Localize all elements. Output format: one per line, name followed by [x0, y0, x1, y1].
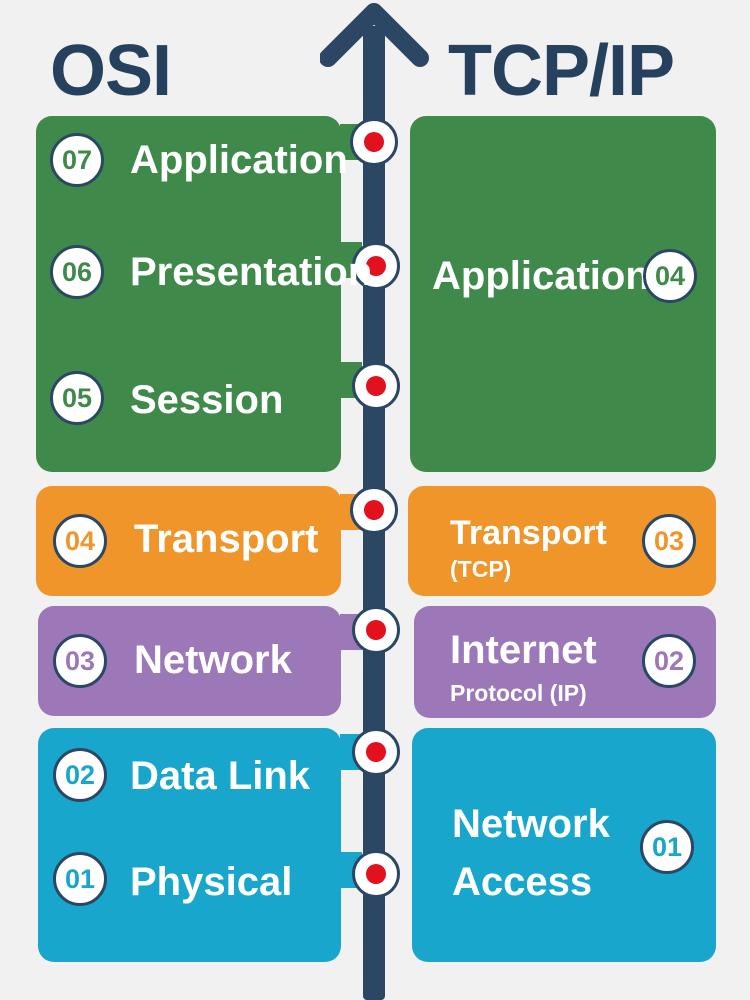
osi-layer-name: Session: [130, 378, 284, 422]
osi-layer-number: 02: [53, 748, 107, 802]
tcpip-layer-name: Network: [452, 802, 610, 846]
tcpip-layer-name: Internet: [450, 628, 597, 672]
layer-marker-icon: [352, 728, 400, 776]
osi-layer-name: Data Link: [130, 754, 311, 798]
tcpip-layer-number: 04: [643, 249, 697, 303]
osi-layer-name: Presentation: [130, 250, 373, 294]
layer-marker-icon: [352, 850, 400, 898]
tcpip-layer-name-line2: Access: [452, 860, 593, 904]
tcpip-layer-name: Transport: [450, 514, 607, 552]
tcpip-layer-subtitle: (TCP): [450, 556, 512, 582]
osi-layer-number: 05: [50, 371, 104, 425]
layer-marker-icon: [352, 362, 400, 410]
tcpip-layer-number: 03: [642, 514, 696, 568]
tcpip-layer-number: 02: [642, 634, 696, 688]
tcpip-title: TCP/IP: [448, 31, 675, 111]
osi-layer-number: 03: [53, 634, 107, 688]
tcpip-layer-name: Application: [432, 254, 650, 298]
tcpip-layer-subtitle: Protocol (IP): [450, 680, 587, 706]
osi-layer-number: 07: [50, 133, 104, 187]
osi-layer-name: Physical: [130, 860, 293, 904]
osi-layer-number: 01: [53, 852, 107, 906]
up-arrow-icon: [320, 3, 429, 67]
layer-marker-icon: [350, 486, 398, 534]
osi-layer-number: 04: [53, 514, 107, 568]
osi-layer-name: Transport: [134, 517, 319, 561]
layer-marker-icon: [350, 118, 398, 166]
osi-title: OSI: [50, 31, 172, 111]
osi-layer-number: 06: [50, 245, 104, 299]
layer-marker-icon: [352, 606, 400, 654]
osi-layer-name: Network: [134, 638, 292, 682]
layer-marker-icon: [352, 242, 400, 290]
osi-layer-name: Application: [130, 138, 348, 182]
tcpip-layer-number: 01: [640, 820, 694, 874]
